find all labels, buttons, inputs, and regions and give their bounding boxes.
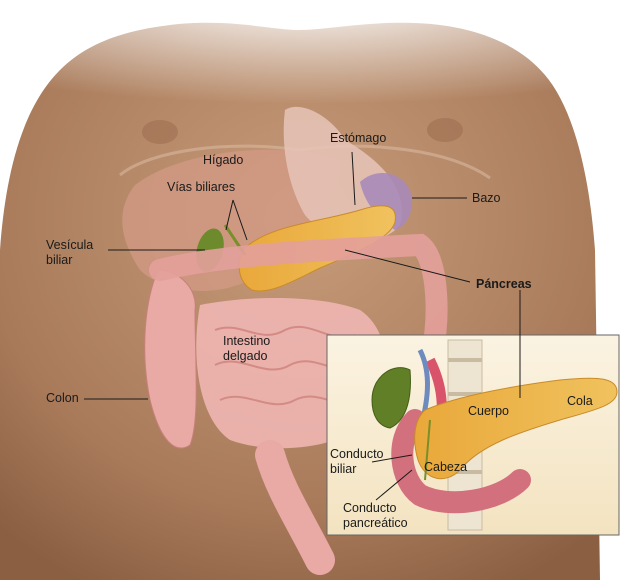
label-cabeza: Cabeza bbox=[424, 460, 467, 474]
label-conducto-pancreatico-line1: Conducto bbox=[343, 501, 397, 515]
label-conducto-pancreatico-line2: pancreático bbox=[343, 516, 408, 530]
label-vesicula-line1: Vesícula bbox=[46, 238, 93, 252]
label-vias-biliares: Vías biliares bbox=[167, 180, 235, 194]
label-higado: Hígado bbox=[203, 153, 243, 167]
label-bazo: Bazo bbox=[472, 191, 501, 205]
label-cuerpo: Cuerpo bbox=[468, 404, 509, 418]
label-colon: Colon bbox=[46, 391, 79, 405]
label-cola: Cola bbox=[567, 394, 593, 408]
left-nipple bbox=[142, 120, 178, 144]
label-estomago: Estómago bbox=[330, 131, 386, 145]
label-vesicula-line2: biliar bbox=[46, 253, 72, 267]
label-intestino-line2: delgado bbox=[223, 349, 268, 363]
right-nipple bbox=[427, 118, 463, 142]
label-intestino-line1: Intestino bbox=[223, 334, 270, 348]
label-conducto-biliar-line2: biliar bbox=[330, 462, 356, 476]
label-conducto-biliar-line1: Conducto bbox=[330, 447, 384, 461]
label-pancreas: Páncreas bbox=[476, 277, 532, 291]
